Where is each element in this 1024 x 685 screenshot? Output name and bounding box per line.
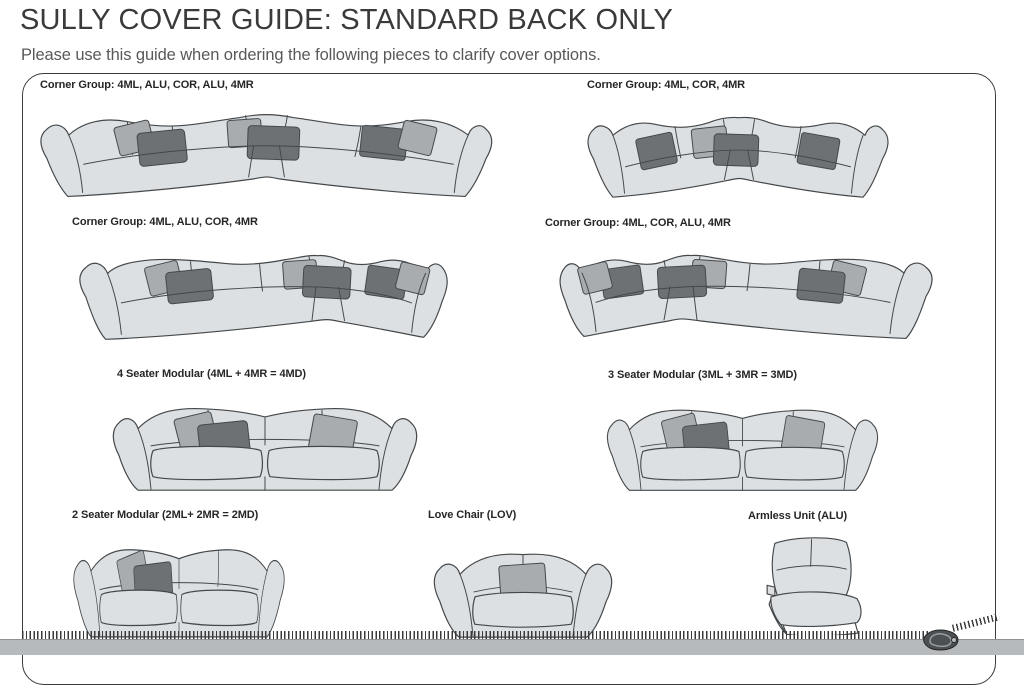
figure-corner-group-4ml-alu-cor-alu-4mr: Corner Group: 4ML, ALU, COR, ALU, 4MR (40, 79, 493, 198)
sofa-illustration-2-seater (68, 530, 290, 643)
figure-love-chair: Love Chair (LOV) (428, 509, 613, 638)
figure-label: Corner Group: 4ML, ALU, COR, 4MR (72, 216, 258, 228)
sofa-illustration-3-seater (600, 392, 885, 496)
sofa-illustration-armless-unit (766, 537, 862, 635)
figure-label: Love Chair (LOV) (428, 509, 517, 521)
figure-label: 3 Seater Modular (3ML + 3MR = 3MD) (608, 369, 797, 381)
sofa-illustration-4-seater (105, 390, 425, 496)
page-subtitle: Please use this guide when ordering the … (21, 46, 601, 64)
figure-4-seater-modular: 4 Seater Modular (4ML + 4MR = 4MD) (117, 368, 306, 381)
figure-corner-group-4ml-alu-cor-4mr: Corner Group: 4ML, ALU, COR, 4MR (72, 216, 448, 340)
figure-2-seater-modular: 2 Seater Modular (2ML+ 2MR = 2MD) (72, 509, 258, 522)
sofa-illustration-corner-long-left (79, 254, 448, 340)
zipper-tape (0, 639, 1024, 655)
sofa-illustration-corner-long-right (559, 254, 933, 340)
figure-corner-group-4ml-cor-4mr: Corner Group: 4ML, COR, 4MR (587, 79, 889, 198)
figure-armless-unit: Armless Unit (ALU) (748, 510, 862, 635)
sofa-illustration-love-chair (433, 553, 613, 638)
figure-3-seater-modular: 3 Seater Modular (3ML + 3MR = 3MD) (608, 369, 797, 382)
figure-label: 2 Seater Modular (2ML+ 2MR = 2MD) (72, 509, 259, 521)
figure-label: 4 Seater Modular (4ML + 4MR = 4MD) (117, 368, 306, 380)
figure-label: Corner Group: 4ML, ALU, COR, ALU, 4MR (40, 79, 254, 91)
figure-label: Armless Unit (ALU) (748, 510, 848, 522)
figure-label: Corner Group: 4ML, COR, ALU, 4MR (545, 217, 731, 229)
zipper-slider-icon (923, 629, 959, 651)
zipper-teeth (22, 631, 930, 639)
page-title: SULLY COVER GUIDE: STANDARD BACK ONLY (20, 4, 674, 36)
figure-corner-group-4ml-cor-alu-4mr: Corner Group: 4ML, COR, ALU, 4MR (545, 217, 933, 340)
sofa-illustration-corner-small (587, 116, 889, 198)
sofa-illustration-corner-large (40, 114, 493, 198)
figure-label: Corner Group: 4ML, COR, 4MR (587, 79, 746, 91)
